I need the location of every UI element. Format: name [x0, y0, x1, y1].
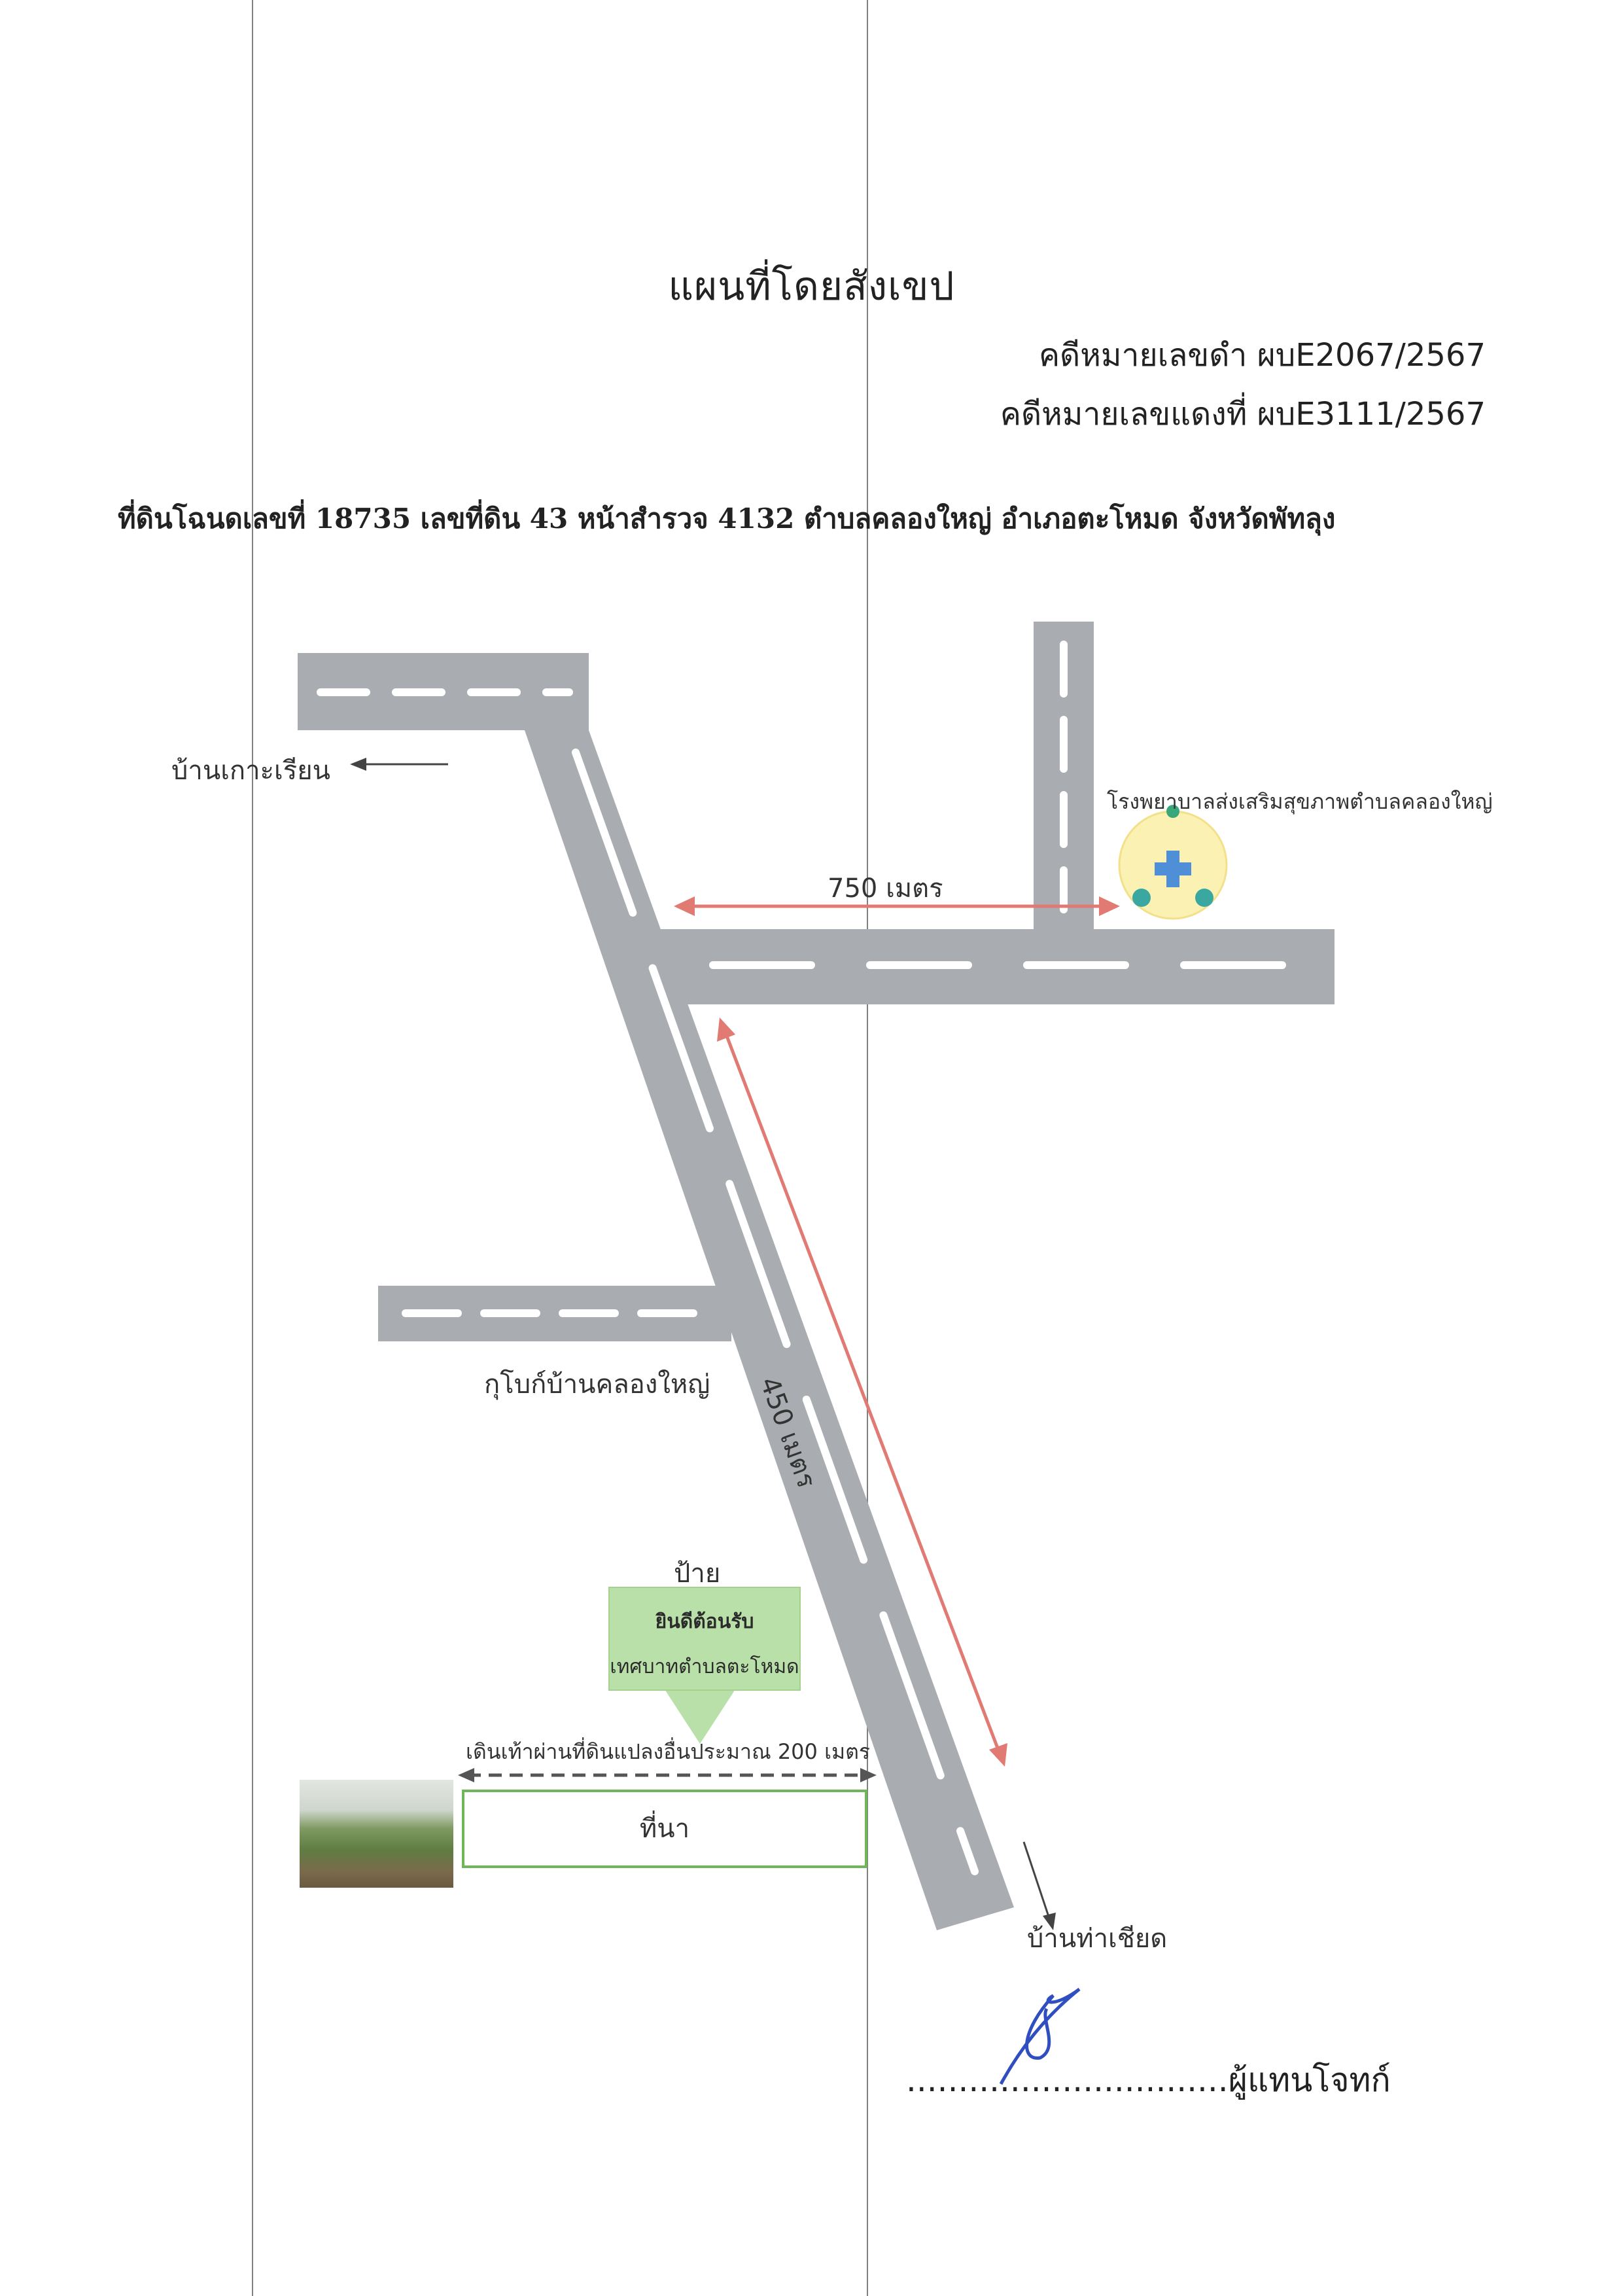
arrow-down-right-icon	[1022, 1841, 1051, 1921]
label-ban-ko-rian: บ้านเกาะเรียน	[171, 756, 330, 786]
hospital-logo-badge	[1166, 805, 1179, 818]
road-markings	[317, 641, 1296, 1875]
case-number-black: คดีหมายเลขดำ ผบE2067/2567	[1038, 337, 1486, 374]
label-hospital: โรงพยาบาลส่งเสริมสุขภาพตำบลคลองใหญ่	[1107, 789, 1493, 814]
arrow-750-head-left	[674, 896, 695, 916]
arrow-down-right-icon-head	[1043, 1913, 1056, 1930]
hospital-logo-icon	[1118, 805, 1228, 920]
signature-line: ...............................ผู้แทนโจท…	[906, 2061, 1391, 2099]
walk-arrow	[458, 1768, 877, 1782]
arrow-450-head-top	[717, 1017, 735, 1042]
scan-fold-line-center	[867, 0, 868, 2296]
label-walk-note: เดินเท้าผ่านที่ดินแปลงอื่นประมาณ 200 เมต…	[466, 1739, 871, 1764]
page-title: แผนที่โดยสังเขป	[668, 264, 955, 309]
label-kubo: กุโบก์บ้านคลองใหญ่	[484, 1369, 710, 1400]
walk-arrow-head-right	[860, 1768, 877, 1782]
sign-line-1: ยินดีต้อนรับ	[655, 1610, 754, 1633]
marking-diagonal	[572, 749, 979, 1875]
label-sign-caption: ป้าย	[674, 1559, 721, 1589]
walk-arrow-head-left	[458, 1768, 474, 1782]
label-distance-750: 750 เมตร	[828, 874, 943, 904]
land-description: ที่ดินโฉนดเลขที่ 18735 เลขที่ดิน 43 หน้า…	[118, 503, 1336, 535]
arrow-450-head-bottom	[989, 1743, 1007, 1767]
label-ban-tha-chiat: บ้านท่าเชียด	[1027, 1924, 1168, 1954]
signature-mark	[999, 1987, 1081, 2085]
hospital-logo-dot-right	[1195, 889, 1213, 907]
welcome-sign: ยินดีต้อนรับ เทศบาทตำบลตะโหมด	[608, 1587, 801, 1691]
distance-arrows	[674, 896, 1120, 1767]
arrow-450	[720, 1023, 1004, 1761]
hospital-logo-cross-h	[1155, 862, 1191, 875]
field-box: ที่นา	[462, 1790, 867, 1868]
sign-line-2: เทศบาทตำบลตะโหมด	[610, 1655, 799, 1678]
arrow-left-icon-head	[350, 758, 366, 771]
case-number-red: คดีหมายเลขแดงที่ ผบE3111/2567	[1000, 396, 1486, 433]
scan-fold-line-left	[252, 0, 253, 2296]
arrow-750-head-right	[1099, 896, 1120, 916]
hospital-logo-dot-left	[1132, 889, 1151, 907]
sign-arrow-icon	[666, 1688, 734, 1744]
direction-arrows	[350, 758, 1056, 1930]
field-photo	[300, 1780, 453, 1888]
road-junction	[612, 929, 707, 1004]
